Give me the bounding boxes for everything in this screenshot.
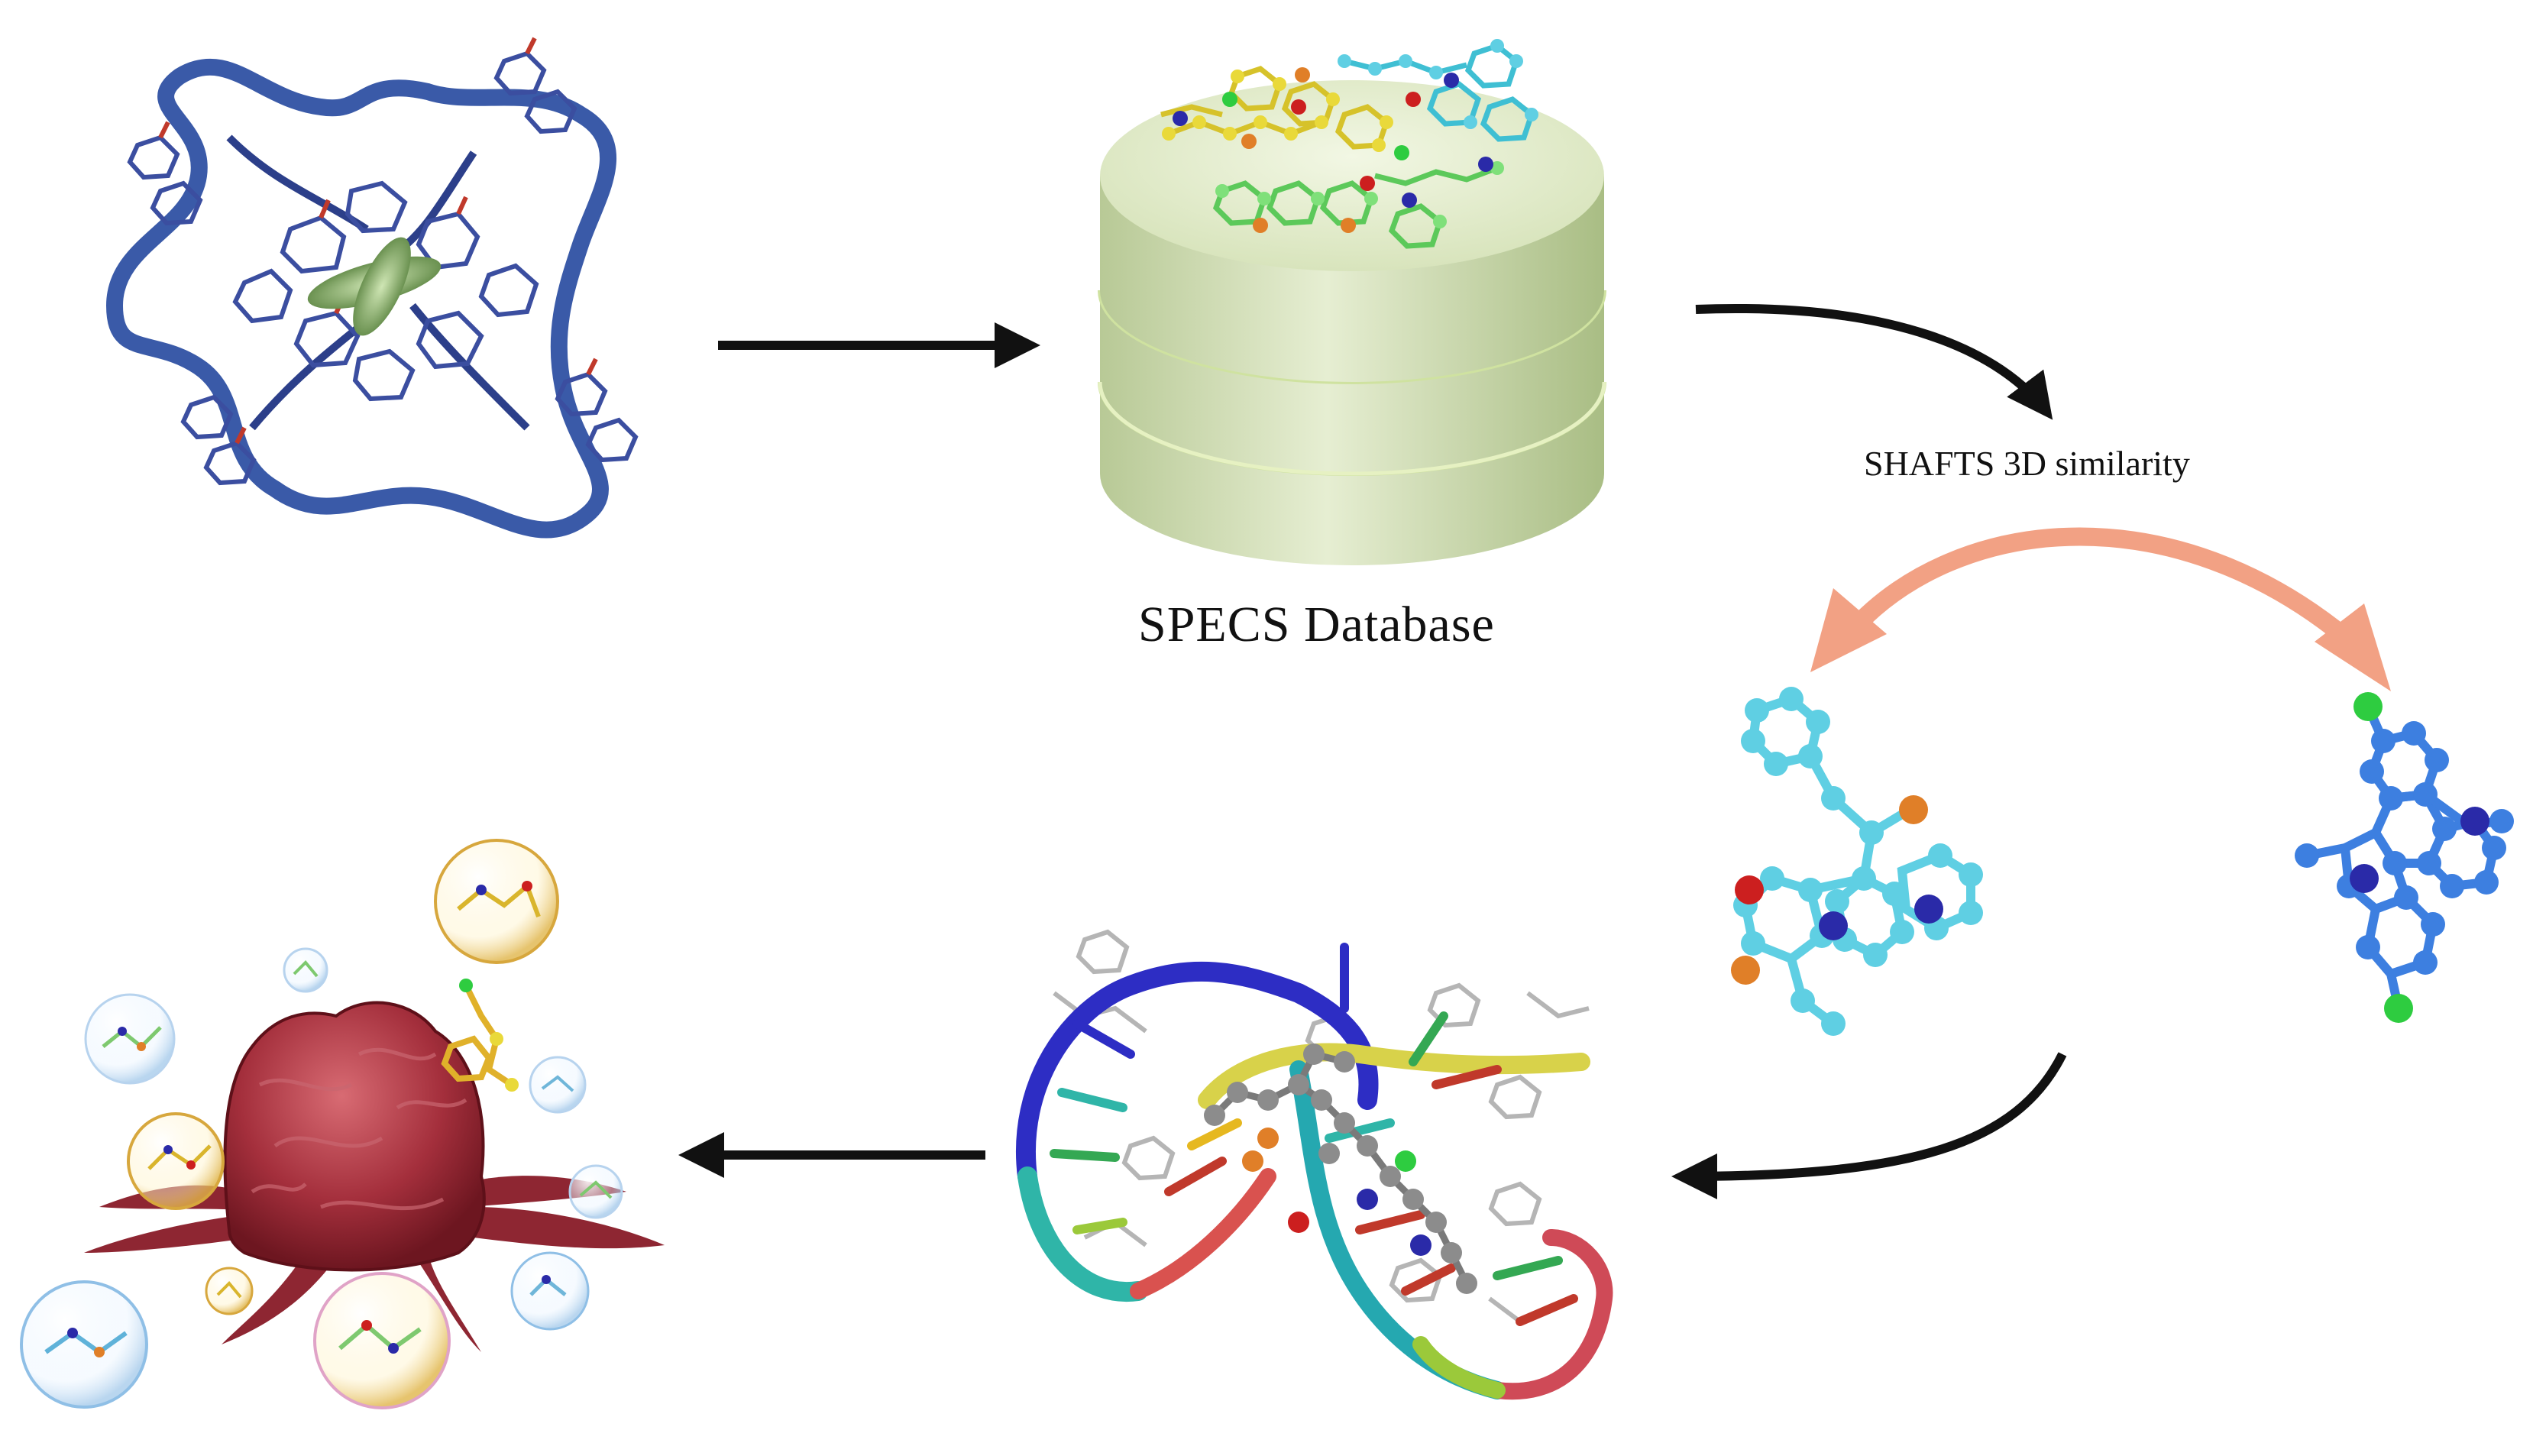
dna-g-quadruplex-icon: [106, 37, 639, 539]
similarity-arrowhead-right: [2315, 603, 2391, 691]
arrow-database-to-similarity: [1695, 304, 2053, 420]
similarity-arrowhead-left: [1810, 588, 1887, 672]
compound-database: [1098, 39, 1606, 565]
database-cylinder-icon: [1098, 39, 1606, 565]
similarity-label: SHAFTS 3D similarity: [1864, 444, 2190, 483]
docking-complex: [1016, 929, 1613, 1400]
g-quadruplex-target: [106, 37, 639, 539]
drug-bubble: [283, 947, 328, 993]
tumor-cell: [20, 839, 665, 1409]
query-molecule-icon: [2295, 692, 2514, 1023]
tumor-cell-icon: [84, 979, 665, 1352]
drug-bubble: [434, 839, 559, 964]
database-label: SPECS Database: [1138, 597, 1495, 652]
hit-molecule-icon: [1731, 687, 1983, 1036]
drug-bubble: [568, 1164, 623, 1219]
drug-bubbles: [20, 839, 623, 1409]
drug-bubble: [127, 1112, 225, 1210]
drug-bubble: [205, 1267, 254, 1315]
drug-bubble: [510, 1251, 590, 1331]
similarity-double-arrow: [1841, 527, 2375, 664]
dna-ribbon-complex-icon: [1016, 929, 1613, 1400]
query-and-hit-molecules: [1731, 687, 2514, 1036]
drug-bubble: [529, 1056, 587, 1114]
drug-bubble: [84, 993, 176, 1085]
database-molecules: [1160, 39, 1538, 249]
ligand-icon: [307, 237, 442, 336]
drug-bubble: [313, 1272, 451, 1409]
arrow-similarity-to-docking: [1671, 1052, 2067, 1199]
drug-bubble: [20, 1280, 148, 1409]
